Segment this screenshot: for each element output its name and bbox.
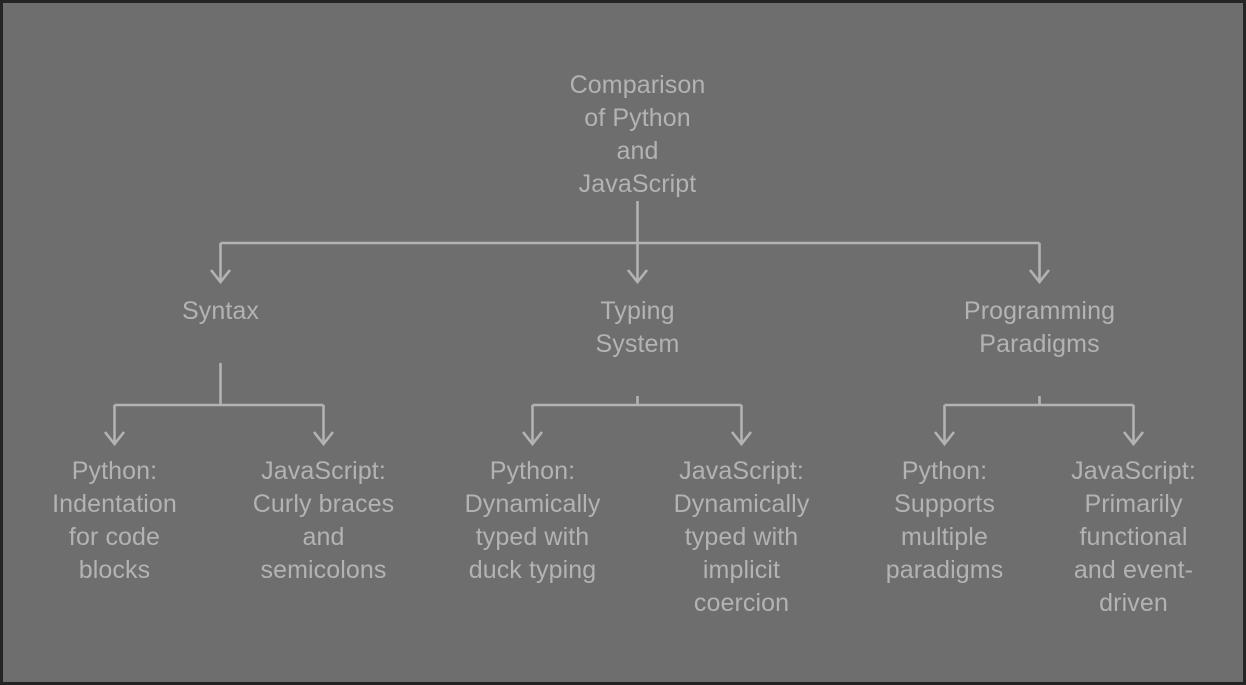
arrowhead-paradigms-javascript [1122,431,1145,447]
diagram-canvas: Comparison of Python and JavaScript Synt… [3,3,1243,682]
node-typing-javascript[interactable]: JavaScript: Dynamically typed with impli… [673,457,810,617]
arrowhead-paradigms [1028,269,1051,285]
arrowhead-typing [626,269,649,285]
arrowhead-typing-javascript [730,431,753,447]
node-root[interactable]: Comparison of Python and JavaScript [569,71,706,198]
arrowhead-syntax-javascript [312,431,335,447]
node-syntax-python[interactable]: Python: Indentation for code blocks [52,457,177,584]
arrowhead-typing-python [521,431,544,447]
arrowhead-syntax [209,269,232,285]
node-typing-python[interactable]: Python: Dynamically typed with duck typi… [464,457,601,584]
node-programming-paradigms[interactable]: Programming Paradigms [963,297,1116,358]
node-paradigms-javascript[interactable]: JavaScript: Primarily functional and eve… [1071,457,1196,617]
node-syntax-javascript[interactable]: JavaScript: Curly braces and semicolons [252,457,395,584]
node-typing-system[interactable]: Typing System [595,297,680,358]
arrowhead-syntax-python [103,431,126,447]
node-paradigms-python[interactable]: Python: Supports multiple paradigms [885,457,1004,584]
node-syntax[interactable]: Syntax [181,297,260,325]
arrowhead-paradigms-python [933,431,956,447]
